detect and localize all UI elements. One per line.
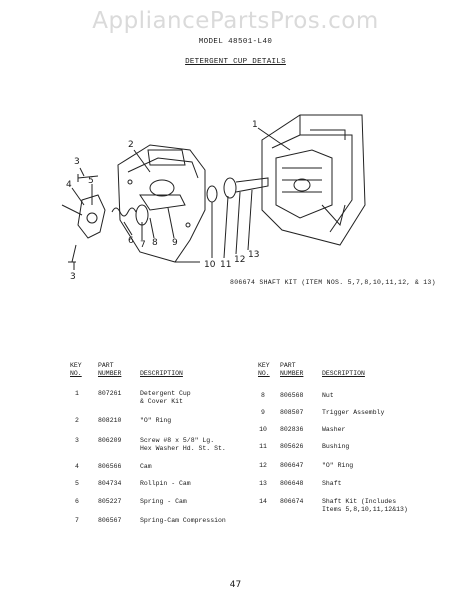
key-number: 5 [75,480,79,487]
key-number: 12 [259,462,267,469]
key-number: 3 [75,437,79,444]
part-number: 806567 [98,517,122,524]
part-header-bottom: NUMBER [98,370,122,377]
o-ring [223,177,237,199]
part-description: Shaft [322,480,342,487]
key-header-top: KEY [258,362,270,369]
part-description: Screw #8 x 5/8" Lg. Hex Washer Hd. St. S… [140,437,226,452]
part-description: Detergent Cup & Cover Kit [140,390,191,405]
part-number: 806566 [98,463,122,470]
screw-bottom [68,244,77,263]
key-number: 13 [259,480,267,487]
part-description: Spring-Cam Compression [140,517,226,524]
model-line: MODEL 48501-L40 [198,38,273,46]
part-number: 807261 [98,390,122,397]
callout-1: 1 [252,120,258,130]
callout-10: 10 [204,260,216,270]
watermark: AppliancePartsPros.com [92,8,379,34]
part-header-top: PART [280,362,296,369]
callout-3-lower: 3 [70,272,76,282]
part-number: 806674 [280,498,304,505]
key-number: 10 [259,426,267,433]
part-number: 806209 [98,437,122,444]
part-description: Nut [322,392,334,399]
key-number: 7 [75,517,79,524]
left-description-header: DESCRIPTION [140,370,183,378]
part-number: 802836 [280,426,304,433]
part-number: 805626 [280,443,304,450]
key-number: 6 [75,498,79,505]
spring-part [111,207,137,217]
part-number: 808210 [98,417,122,424]
shaft [235,177,269,193]
callout-6: 6 [128,236,134,246]
callout-2: 2 [128,140,134,150]
part-description: Trigger Assembly [322,409,385,416]
callout-7: 7 [140,240,146,250]
part-description: "O" Ring [322,462,354,469]
part-number: 804734 [98,480,122,487]
part-description: Cam [140,463,152,470]
part-number: 808507 [280,409,304,416]
part-header-bottom: NUMBER [280,370,304,377]
part-description: "O" Ring [140,417,172,424]
part-number: 806648 [280,480,304,487]
page-number: 47 [229,580,242,590]
key-number: 2 [75,417,79,424]
key-number: 4 [75,463,79,470]
callout-4: 4 [66,180,72,190]
callout-9: 9 [172,238,178,248]
callout-5: 5 [88,176,94,186]
section-title: DETERGENT CUP DETAILS [185,58,286,66]
key-number: 14 [259,498,267,505]
right-key-header: KEY NO. [258,362,270,378]
part-number: 806568 [280,392,304,399]
description-header: DESCRIPTION [140,370,183,377]
part-description: Rollpin - Cam [140,480,191,487]
key-header-bottom: NO. [70,370,82,377]
callout-3: 3 [74,157,80,167]
key-number: 8 [261,392,265,399]
shaft-kit-note: 806674 SHAFT KIT (ITEM NOS. 5,7,8,10,11,… [230,279,436,286]
key-header-top: KEY [70,362,82,369]
callout-13: 13 [248,250,260,260]
right-description-header: DESCRIPTION [322,370,365,378]
key-header-bottom: NO. [258,370,270,377]
part-description: Washer [322,426,346,433]
part-description: Bushing [322,443,350,450]
callout-8: 8 [152,238,158,248]
screw-top [77,174,99,182]
left-key-header: KEY NO. [70,362,82,378]
part-header-top: PART [98,362,114,369]
part-number: 806647 [280,462,304,469]
callout-12: 12 [234,255,246,265]
detergent-cup-housing [261,114,366,246]
key-number: 9 [261,409,265,416]
trigger-assembly [117,144,206,263]
right-part-header: PART NUMBER [280,362,303,378]
washer-ring [206,185,218,203]
key-number: 11 [259,443,267,450]
part-number: 805227 [98,498,122,505]
exploded-parts-diagram [61,114,366,270]
part-description: Spring - Cam [140,498,187,505]
left-part-header: PART NUMBER [98,362,121,378]
part-description: Shaft Kit (Includes Items 5,8,10,11,12&1… [322,498,408,513]
cam-part [61,194,106,239]
callout-11: 11 [220,260,232,270]
key-number: 1 [75,390,79,397]
description-header: DESCRIPTION [322,370,365,377]
